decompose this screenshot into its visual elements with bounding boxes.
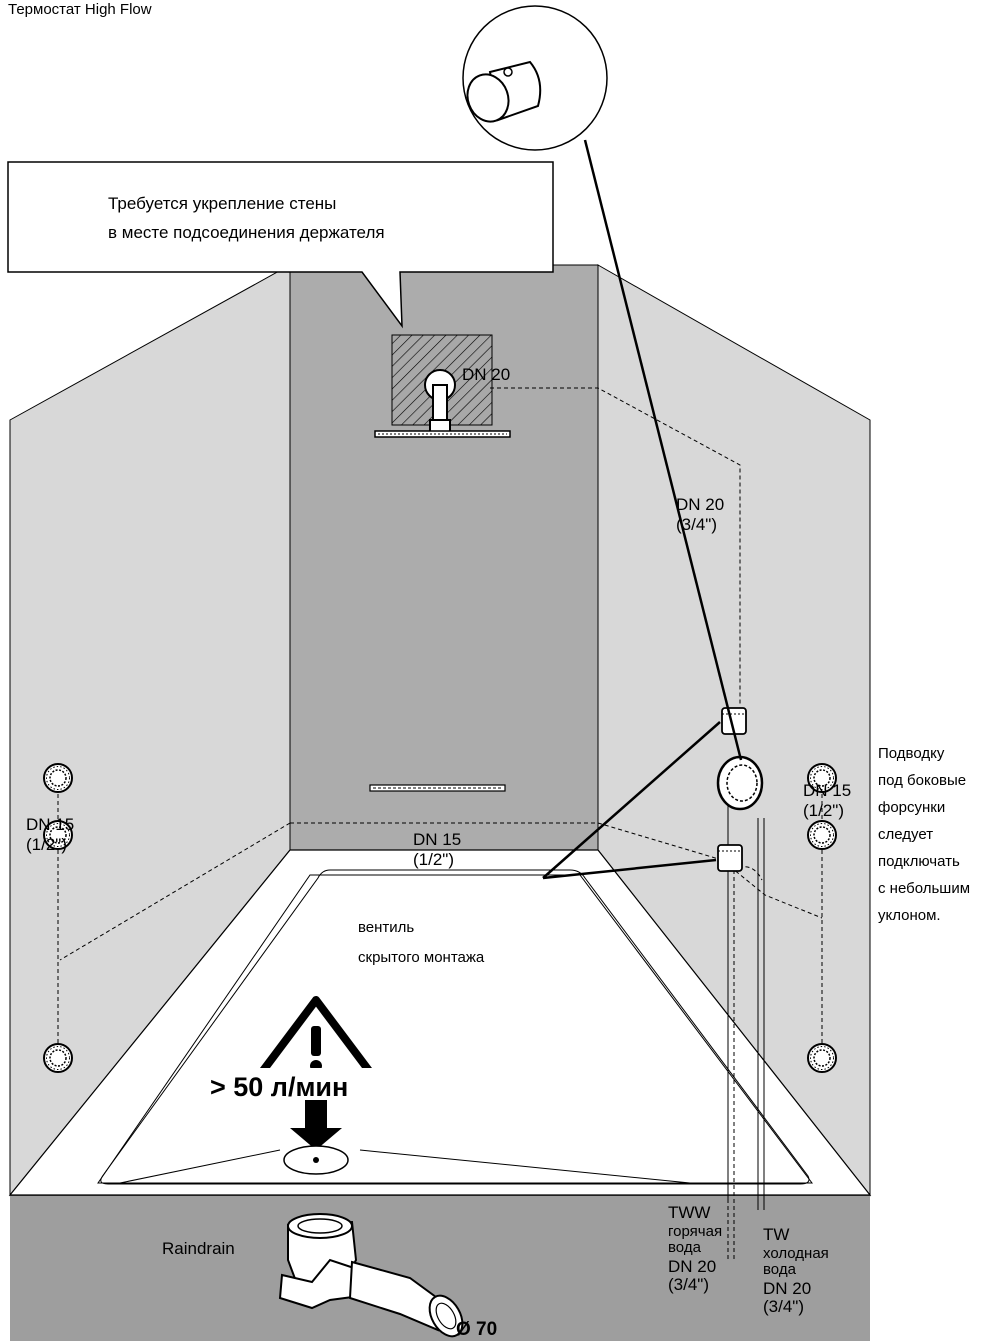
thermostat-body-icon: [716, 755, 764, 811]
label-tww-5: (3/4"): [668, 1275, 709, 1294]
side-note-line-6: с небольшим: [878, 880, 970, 897]
label-dn15-right-b: (1/2"): [803, 801, 844, 820]
callout: Требуется укрепление стены в месте подсо…: [7, 161, 554, 329]
arrow-down-icon: [290, 1100, 342, 1150]
label-tw-1: TW: [763, 1225, 789, 1244]
drain-cover-icon: [283, 1145, 349, 1175]
label-dn15-center-b: (1/2"): [413, 850, 454, 869]
thermostat-icon: [462, 5, 608, 151]
label-flow: > 50 л/мин: [210, 1072, 348, 1102]
label-tw-2: холодная: [763, 1245, 829, 1262]
page-title: Термостат High Flow: [8, 1, 152, 18]
label-dn15-left-b: (1/2"): [26, 835, 67, 854]
leader-valve-lower: [542, 858, 717, 880]
side-note-line-1: Подводку: [878, 745, 945, 762]
label-diameter: Ø 70: [456, 1319, 497, 1340]
label-raindrain: Raindrain: [162, 1239, 235, 1258]
wall-shelf: [369, 784, 506, 792]
label-dn20-top: DN 20: [462, 365, 510, 384]
label-tw-3: вода: [763, 1261, 797, 1278]
side-note: Подводку под боковые форсунки следует по…: [878, 745, 970, 924]
label-tww-2: горячая: [668, 1223, 722, 1240]
callout-line-2: в месте подсоединения держателя: [108, 223, 385, 242]
label-dn15-right-a: DN 15: [803, 781, 851, 800]
side-note-line-5: подключать: [878, 853, 960, 870]
pipe-routes: [57, 387, 823, 1260]
label-tww-1: TWW: [668, 1203, 710, 1222]
label-valve-a: вентиль: [358, 919, 414, 936]
leader-thermostat: [583, 139, 743, 761]
callout-line-1: Требуется укрепление стены: [108, 194, 336, 213]
side-note-line-2: под боковые: [878, 772, 966, 789]
shower-head-icon: [374, 369, 511, 438]
label-tww-4: DN 20: [668, 1257, 716, 1276]
label-dn15-left-a: DN 15: [26, 815, 74, 834]
label-tw-5: (3/4"): [763, 1297, 804, 1316]
side-note-line-4: следует: [878, 826, 933, 843]
label-tww-3: вода: [668, 1239, 702, 1256]
label-dn20-right-b: (3/4"): [676, 515, 717, 534]
shower-tray: [8, 849, 872, 1196]
label-dn15-center-a: DN 15: [413, 830, 461, 849]
side-note-line-7: уклоном.: [878, 907, 941, 924]
label-dn20-right-a: DN 20: [676, 495, 724, 514]
label-valve-b: скрытого монтажа: [358, 949, 485, 966]
drain-siphon-icon: [278, 1213, 464, 1338]
valve-fitting-lower: [717, 844, 743, 872]
flow-label-bg: [208, 1068, 383, 1102]
side-note-line-3: форсунки: [878, 799, 945, 816]
leader-valve-upper: [542, 721, 721, 879]
label-tw-4: DN 20: [763, 1279, 811, 1298]
